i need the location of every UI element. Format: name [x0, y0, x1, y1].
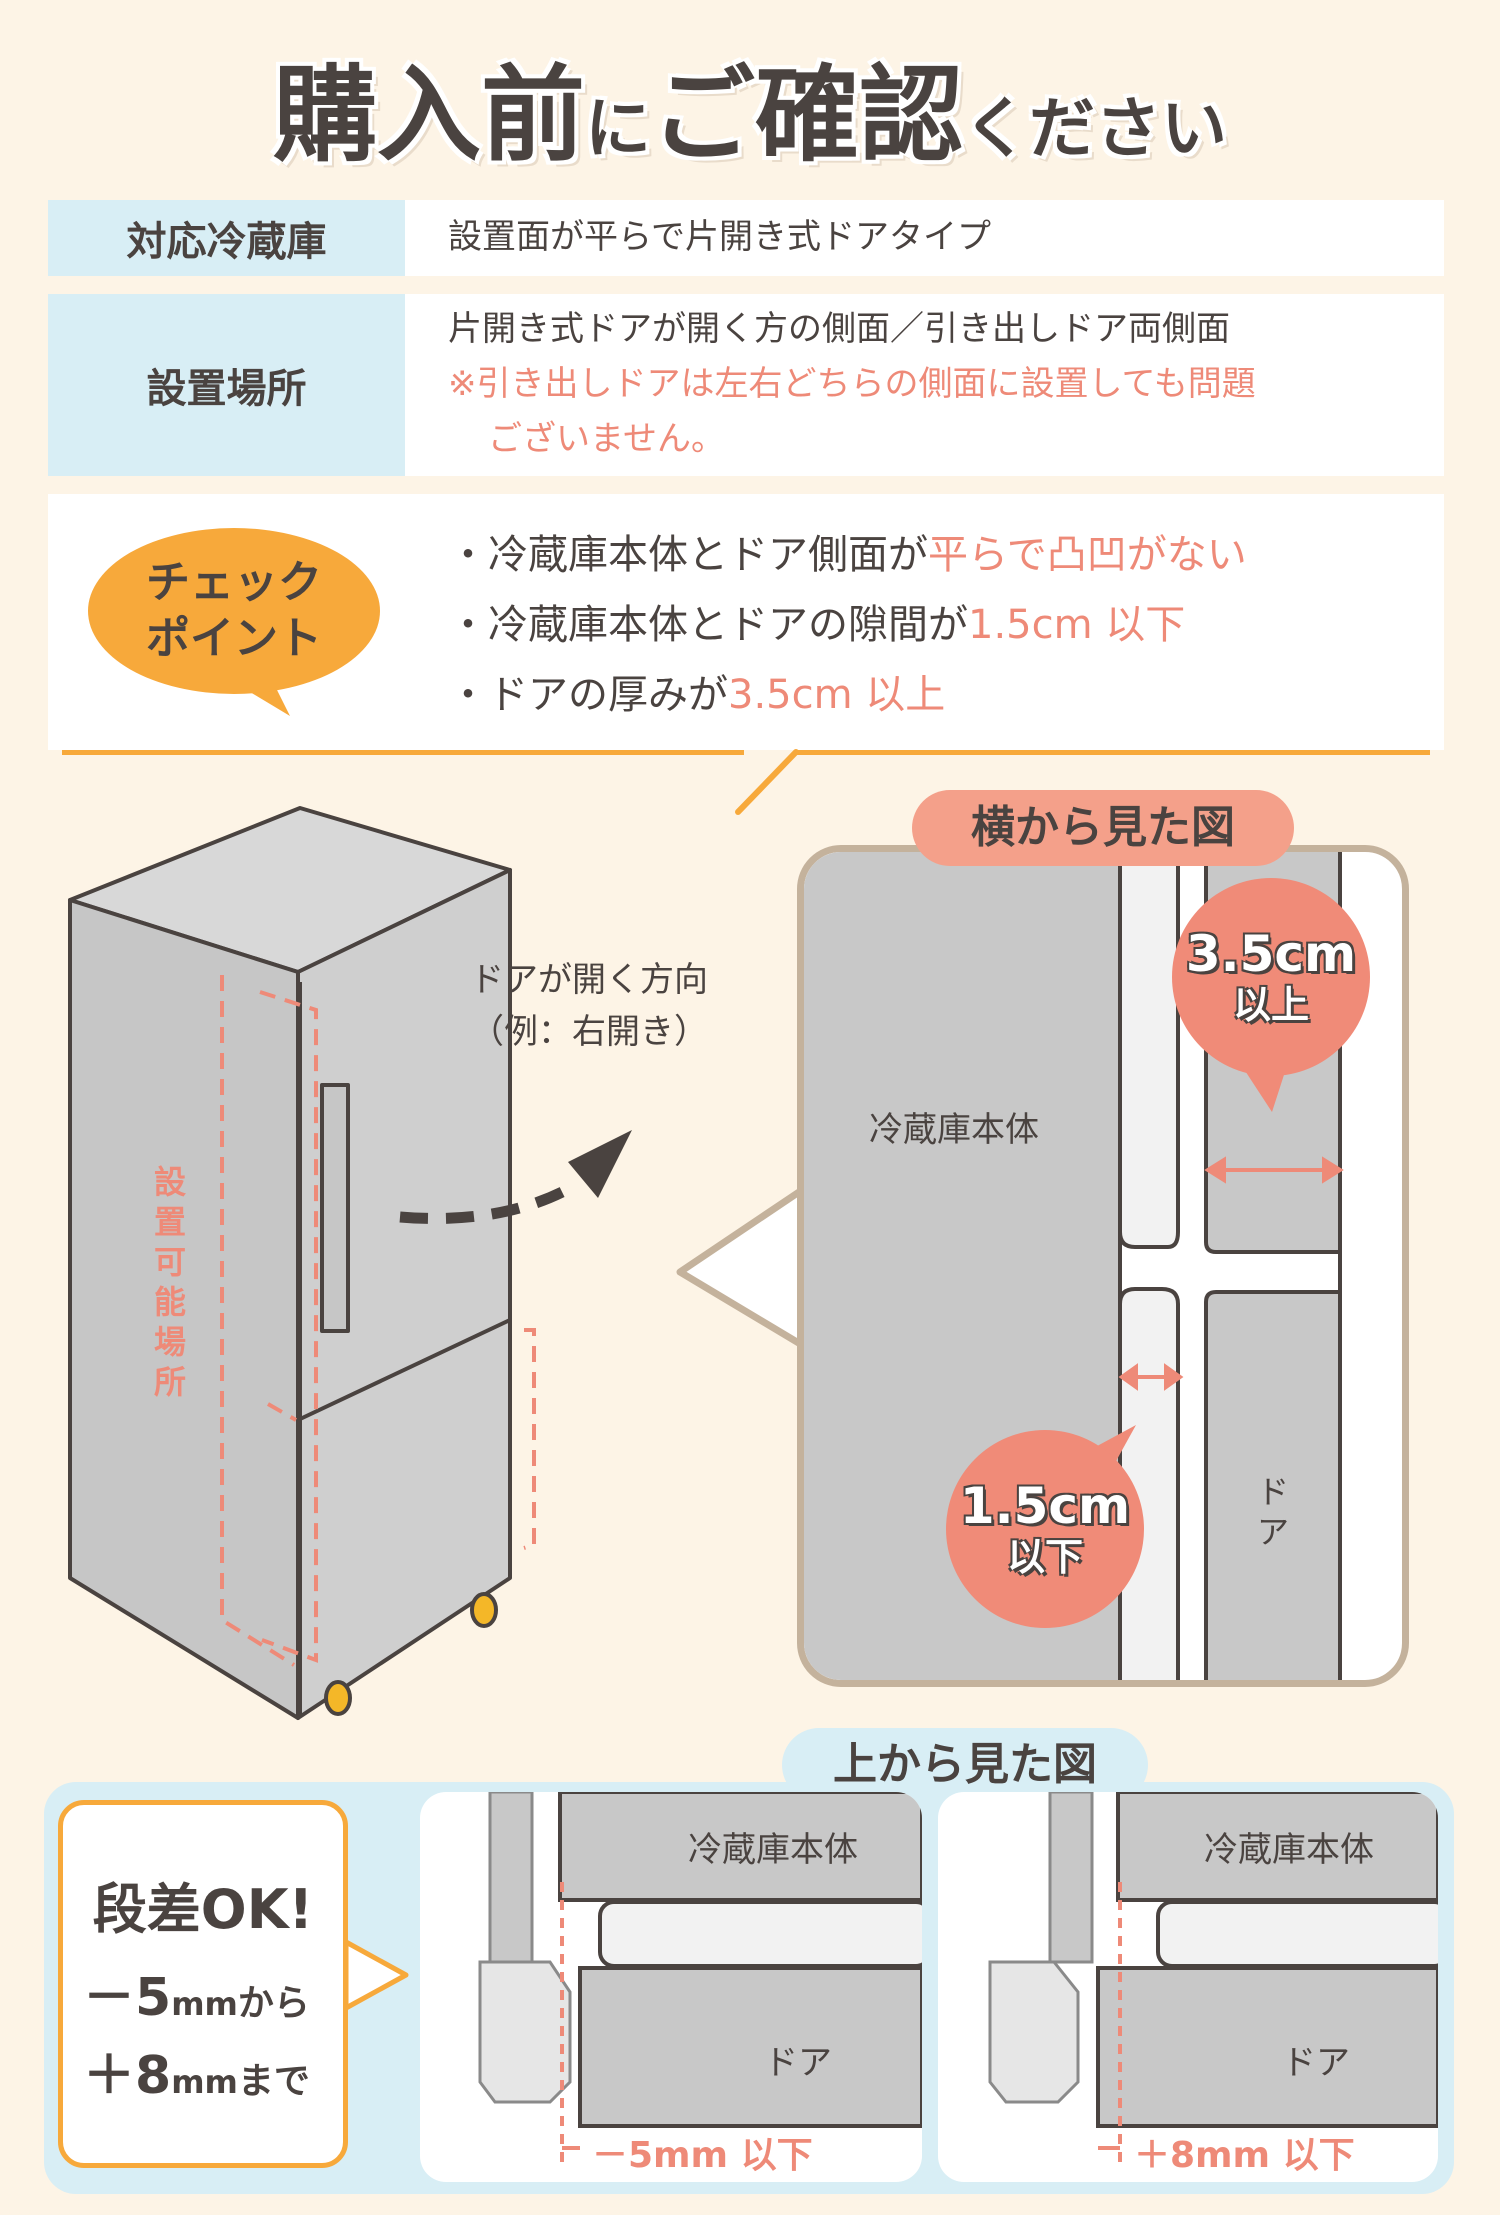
step-ok-line1: －5mmから: [83, 1968, 310, 2028]
title-part4: ください: [963, 90, 1228, 167]
top-right-body-label: 冷蔵庫本体: [1204, 1830, 1374, 1870]
top-view-panel-minus: 冷蔵庫本体 ドア －5mm 以下: [420, 1792, 922, 2182]
gap-unit: 以下: [1006, 1535, 1083, 1579]
orange-divider-left: [62, 750, 744, 755]
top-right-door-label: ドア: [1282, 2043, 1350, 2083]
step-ok-title: 段差OK!: [92, 1878, 314, 1941]
side-view-diagram: [804, 852, 1344, 1680]
location-note2: ございません。: [488, 419, 725, 459]
check-item-3: ・ドアの厚みが3.5cm 以上: [448, 672, 946, 718]
page-title: 購入前にご確認ください: [0, 30, 1500, 181]
table-row-compatible: 対応冷蔵庫 設置面が平らで片開き式ドアタイプ: [48, 200, 1444, 276]
door-direction-text: ドアが開く方向 （例：右開き）: [470, 954, 708, 1058]
row-label-compatible: 対応冷蔵庫: [48, 200, 405, 276]
thickness-callout: 3.5cm 以上: [1172, 878, 1370, 1076]
title-part1: 購入前: [272, 54, 585, 176]
row-value-compatible: 設置面が平らで片開き式ドアタイプ: [448, 217, 991, 257]
top-left-door-label: ドア: [764, 2043, 832, 2083]
step-ok-box: 段差OK! －5mmから ＋8mmまで: [58, 1800, 348, 2168]
title-part2: に: [585, 90, 651, 167]
bubble-line2: ポイント: [146, 613, 322, 664]
check-item-1: ・冷蔵庫本体とドア側面が平らで凸凹がない: [448, 532, 1247, 578]
thickness-value: 3.5cm: [1185, 925, 1357, 983]
top-left-measure: －5mm 以下: [592, 2135, 813, 2176]
check-item-2: ・冷蔵庫本体とドアの隙間が1.5cm 以下: [448, 602, 1186, 648]
location-line: 片開き式ドアが開く方の側面／引き出しドア両側面: [448, 309, 1230, 349]
top-view-panel-plus: 冷蔵庫本体 ドア ＋8mm 以下: [938, 1792, 1438, 2182]
side-view-title: 横から見た図: [912, 790, 1294, 866]
thickness-unit: 以上: [1232, 983, 1309, 1027]
door-direction-line2: （例：右開き）: [470, 1012, 708, 1052]
title-part3: ご確認: [651, 54, 964, 176]
row-label-location: 設置場所: [48, 294, 405, 476]
top-view-title: 上から見た図: [782, 1728, 1148, 1802]
gap-callout: 1.5cm 以下: [946, 1430, 1144, 1628]
check-list: ・冷蔵庫本体とドア側面が平らで凸凹がない ・冷蔵庫本体とドアの隙間が1.5cm …: [448, 520, 1247, 730]
side-door-label: ドア: [1257, 1473, 1290, 1551]
check-point-bubble: チェック ポイント: [88, 528, 380, 694]
orange-divider-right: [796, 750, 1430, 755]
location-note1: ※引き出しドアは左右どちらの側面に設置しても問題: [448, 364, 1256, 404]
gap-value: 1.5cm: [959, 1477, 1131, 1535]
step-ok-line2: ＋8mmまで: [83, 2046, 310, 2106]
top-right-measure: ＋8mm 以下: [1134, 2135, 1355, 2176]
side-body-label: 冷蔵庫本体: [869, 1110, 1039, 1150]
top-left-body-label: 冷蔵庫本体: [688, 1830, 858, 1870]
door-direction-line1: ドアが開く方向: [470, 960, 708, 1000]
table-row-location: 設置場所 片開き式ドアが開く方の側面／引き出しドア両側面 ※引き出しドアは左右ど…: [48, 294, 1444, 476]
row-value-location: 片開き式ドアが開く方の側面／引き出しドア両側面 ※引き出しドアは左右どちらの側面…: [448, 302, 1256, 467]
install-area-label: 設置可能場所: [153, 1163, 186, 1401]
bubble-line1: チェック: [146, 557, 322, 608]
